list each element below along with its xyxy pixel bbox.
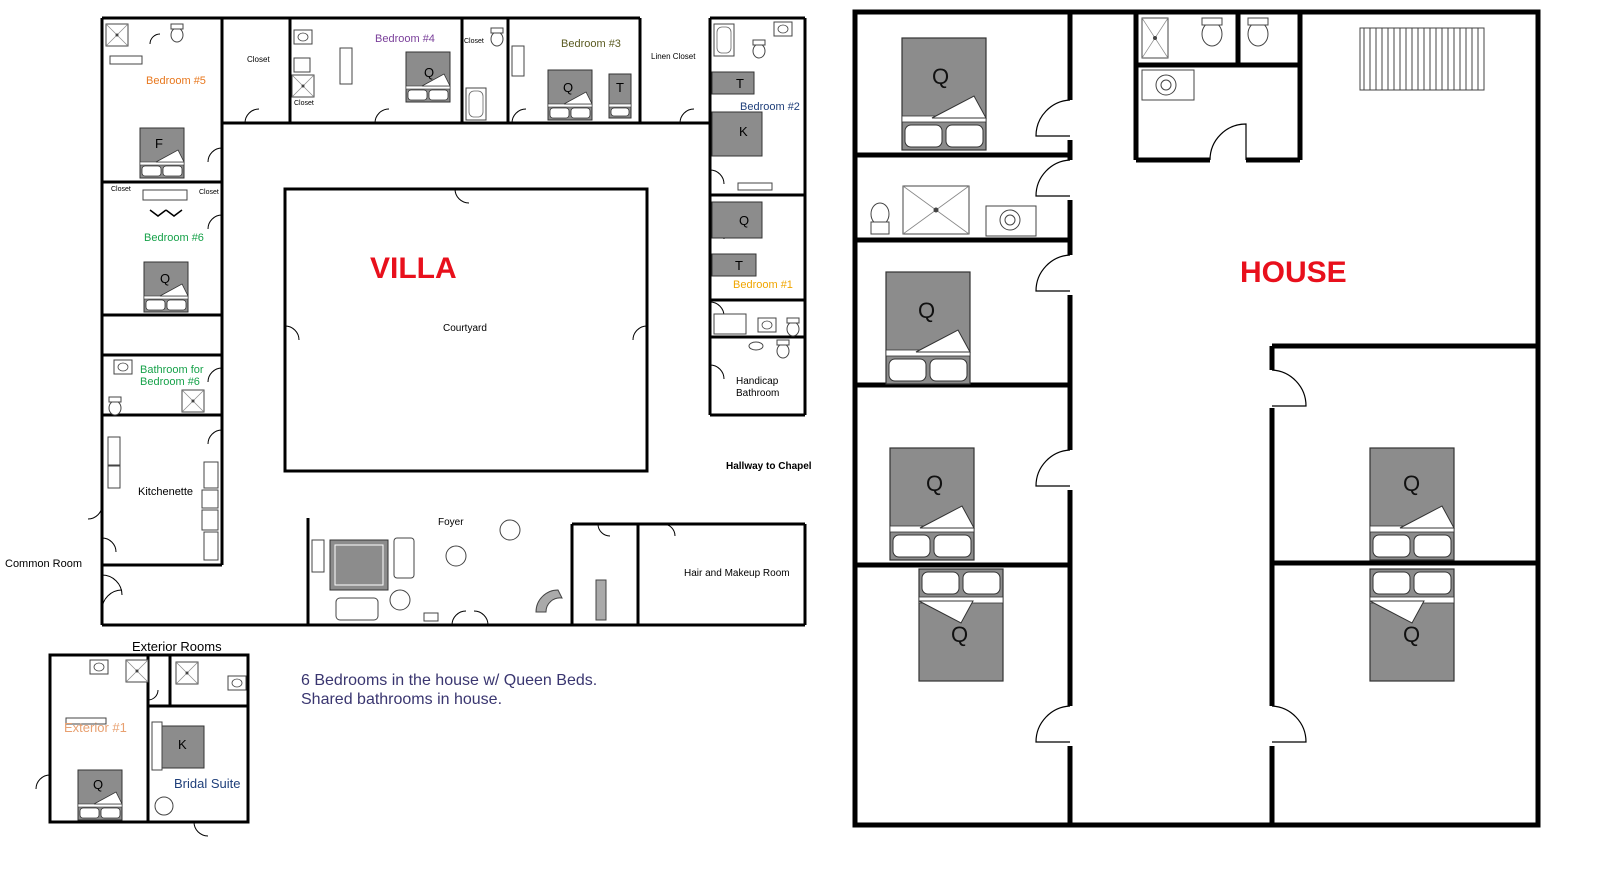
staircase-icon	[1359, 27, 1485, 91]
bed-bedroom4	[405, 51, 451, 103]
villa-doors	[87, 33, 725, 626]
exterior-fixtures	[35, 659, 247, 837]
house-bed-6	[1369, 568, 1455, 682]
bed-bedroom5	[139, 127, 185, 179]
house-bed-2	[885, 271, 971, 385]
bed-bedroom1-queen	[711, 201, 763, 239]
bed-bedroom2-king	[711, 111, 763, 157]
bed-bedroom2-twin	[711, 71, 755, 95]
house-bed-4	[918, 568, 1004, 682]
bed-bedroom1-twin	[711, 253, 757, 277]
bed-bedroom3-twin	[608, 73, 632, 119]
house-fixtures	[870, 17, 1485, 237]
house-walls	[852, 9, 1541, 828]
villa-walls	[100, 16, 807, 627]
villa-beds	[139, 51, 763, 313]
bed-bedroom3-queen	[547, 69, 593, 121]
house-doors	[1035, 99, 1307, 743]
house-bed-5	[1369, 447, 1455, 561]
house-door-gaps	[1066, 100, 1276, 746]
house-bed-1	[901, 37, 987, 151]
exterior-walls	[48, 653, 250, 824]
courtyard-rect	[283, 187, 649, 473]
villa-fixtures	[105, 21, 800, 622]
house-bed-3	[889, 447, 975, 561]
bed-bedroom6	[143, 261, 189, 313]
house-beds	[885, 37, 1455, 682]
